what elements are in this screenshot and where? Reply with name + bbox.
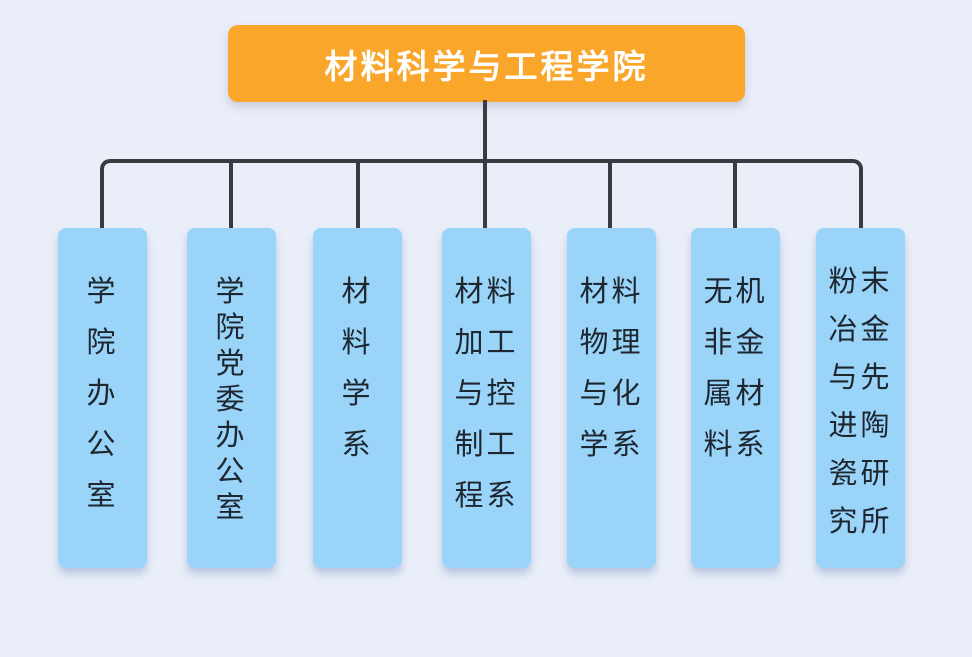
department-node-materials-physics-chemistry: 材料 物理 与化 学系	[567, 228, 656, 568]
department-node-materials-processing-control: 材料 加工 与控 制工 程系	[442, 228, 531, 568]
department-label: 学 院 办 公 室	[86, 276, 119, 512]
department-node-party-committee-office: 学 院 党 委 办 公 室	[187, 228, 276, 568]
department-label: 粉末 冶金 与先 进陶 瓷研 究所	[828, 266, 893, 538]
department-node-materials-science: 材 料 学 系	[313, 228, 402, 568]
department-node-college-office: 学 院 办 公 室	[58, 228, 147, 568]
department-label: 材料 物理 与化 学系	[579, 276, 644, 461]
connector-drop-5	[608, 159, 612, 228]
org-root-node: 材料科学与工程学院	[228, 25, 745, 102]
connector-drop-4	[483, 159, 487, 228]
department-label: 材料 加工 与控 制工 程系	[454, 276, 519, 512]
department-node-inorganic-nonmetallic-materials: 无机 非金 属材 料系	[691, 228, 780, 568]
connector-stem	[483, 100, 487, 162]
department-label: 无机 非金 属材 料系	[703, 276, 768, 461]
org-root-label: 材料科学与工程学院	[324, 47, 649, 85]
department-label: 学 院 党 委 办 公 室	[215, 276, 248, 524]
connector-drop-6	[733, 159, 737, 228]
department-label: 材 料 学 系	[341, 276, 374, 461]
department-node-powder-metallurgy-ceramics-institute: 粉末 冶金 与先 进陶 瓷研 究所	[816, 228, 905, 568]
connector-bracket	[100, 159, 863, 228]
connector-drop-2	[229, 159, 233, 228]
connector-drop-3	[356, 159, 360, 228]
